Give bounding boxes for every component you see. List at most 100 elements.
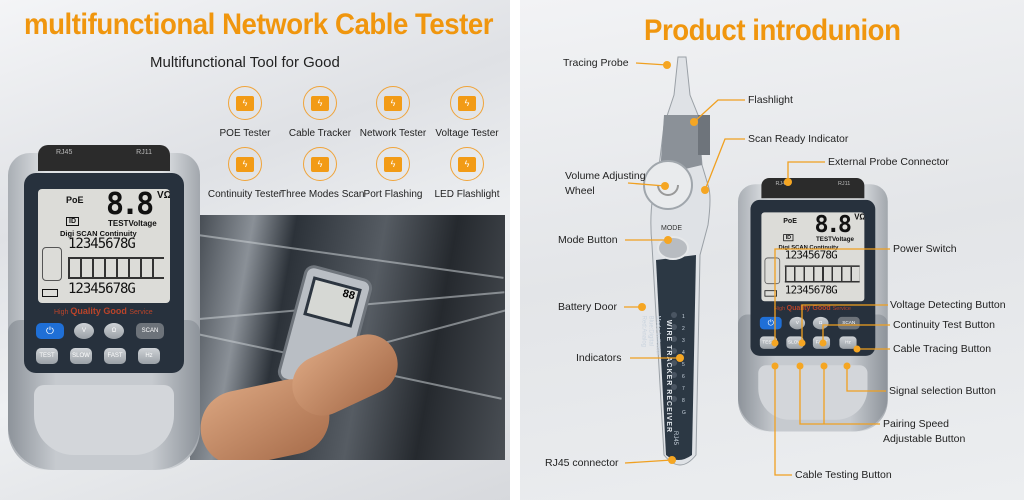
rj45-text: RJ45 <box>672 430 679 446</box>
wire-map-bars <box>68 257 164 279</box>
lcd-poe: PoE <box>66 195 84 205</box>
callout-rj45-connector: RJ45 connector <box>545 457 619 469</box>
rj45-port-icon: ϟ <box>228 86 262 120</box>
callout-battery-door: Battery Door <box>558 301 617 313</box>
feature-label: Continuity Tester <box>207 189 283 200</box>
indicator-number: 1 <box>682 314 685 320</box>
lcd-display: PoE ID 8.8 VΩ TESTVoltage Digi SCAN Cont… <box>761 212 865 302</box>
lcd-reading: 8.8 <box>106 189 154 222</box>
receiver-text: WIRE TRACKER RECEIVER <box>665 319 673 434</box>
continuity-button[interactable]: Ω <box>104 323 124 339</box>
continuity-button[interactable]: Ω <box>812 316 829 330</box>
lcd-pins-bottom: 12345678G <box>784 284 838 297</box>
indicator-number: 3 <box>682 338 685 344</box>
indicator-number: 5 <box>682 362 685 368</box>
feature-label: Network Tester <box>359 128 427 139</box>
brand-slogan: High Quality Good Service <box>773 303 851 312</box>
feature-label: Three Modes Scan <box>280 189 365 200</box>
indicator-number: 2 <box>682 326 685 332</box>
battery-icon <box>764 290 777 297</box>
lcd-reading: 8.8 <box>814 212 852 239</box>
indicator-number: 4 <box>682 350 685 356</box>
lcd-modes: Digi SCAN Continuity <box>60 229 137 238</box>
device-face: PoE ID 8.8 VΩ TESTVoltage Digi SCAN Cont… <box>24 173 184 373</box>
lcd-pins-bottom: 12345678G <box>68 281 136 297</box>
feature-label: Cable Tracker <box>288 128 352 139</box>
scan-button[interactable]: SCAN <box>837 316 860 330</box>
indicator-number: 7 <box>682 386 685 392</box>
battery-icon <box>42 289 58 297</box>
feature-label: Voltage Tester <box>435 128 499 139</box>
scan-button[interactable]: SCAN <box>136 323 164 339</box>
callout-indicators: Indicators <box>576 352 622 364</box>
fast-button[interactable]: FAST <box>104 348 126 364</box>
rj45-port-icon: ϟ <box>376 147 410 181</box>
lcd-units: VΩ <box>854 213 864 222</box>
intro-title: Product introdunion <box>644 14 901 47</box>
voltage-button[interactable]: V <box>789 316 806 330</box>
lcd-id: ID <box>66 217 79 226</box>
remote-unit-icon <box>42 247 62 281</box>
feature-label: LED Flashlight <box>434 189 500 200</box>
callout-continuity-button: Continuity Test Button <box>893 319 995 331</box>
rj45-port-icon: ϟ <box>450 86 484 120</box>
callout-external-probe: External Probe Connector <box>828 156 949 168</box>
lcd-poe: PoE <box>783 217 797 225</box>
power-button[interactable]: ⏻ <box>36 323 64 339</box>
lcd-id: ID <box>783 234 794 242</box>
banner-subtitle: Multifunctional Tool for Good <box>150 54 340 71</box>
test-button[interactable]: TEST <box>759 336 777 349</box>
rj45-port-icon: ϟ <box>228 147 262 181</box>
mode-label: MODE <box>661 225 682 232</box>
callout-signal-button: Signal selection Button <box>889 385 996 397</box>
device-face: PoE ID 8.8 VΩ TESTVoltage Digi SCAN Cont… <box>750 199 876 356</box>
power-button[interactable]: ⏻ <box>759 316 782 330</box>
callout-tracing-button: Cable Tracing Button <box>893 343 992 355</box>
indicator-number: 8 <box>682 398 685 404</box>
callout-voltage-button: Voltage Detecting Button <box>890 299 1006 311</box>
indicator-number: G <box>682 410 686 416</box>
feature-label: Port Flashing <box>363 189 423 200</box>
callout-scan-ready: Scan Ready Indicator <box>748 133 849 145</box>
callout-flashlight: Flashlight <box>748 94 793 106</box>
callout-mode-button: Mode Button <box>558 234 618 246</box>
lcd-display: PoE ID 8.8 VΩ TESTVoltage Digi SCAN Cont… <box>38 189 170 303</box>
usage-photo: 88 <box>190 215 505 460</box>
rj45-port-icon: ϟ <box>376 86 410 120</box>
lcd-pins-top: 12345678G <box>784 248 838 262</box>
callout-testing-button: Cable Testing Button <box>795 469 892 481</box>
product-banner-left: multifunctional Network Cable Tester Mul… <box>0 0 510 500</box>
brand-slogan: High Quality Good Service <box>54 306 153 316</box>
test-button[interactable]: TEST <box>36 348 58 364</box>
callout-tracing-probe: Tracing Probe <box>563 57 629 69</box>
fast-button[interactable]: FAST <box>812 336 831 349</box>
slow-button[interactable]: SLOW <box>70 348 92 364</box>
lcd-test-voltage: TESTVoltage <box>816 235 855 243</box>
indicator-number: 6 <box>682 374 685 380</box>
lcd-test-voltage: TESTVoltage <box>108 219 157 228</box>
rj45-port-icon: ϟ <box>303 86 337 120</box>
banner-title: multifunctional Network Cable Tester <box>24 8 494 41</box>
slow-button[interactable]: SLOW <box>786 336 804 349</box>
lcd-units: VΩ <box>157 190 170 201</box>
hz-button[interactable]: Hz <box>138 348 160 364</box>
rj45-port-icon: ϟ <box>450 147 484 181</box>
voltage-button[interactable]: V <box>74 323 94 339</box>
lcd-pins-top: 12345678G <box>68 236 136 252</box>
hz-button[interactable]: Hz <box>839 336 857 349</box>
